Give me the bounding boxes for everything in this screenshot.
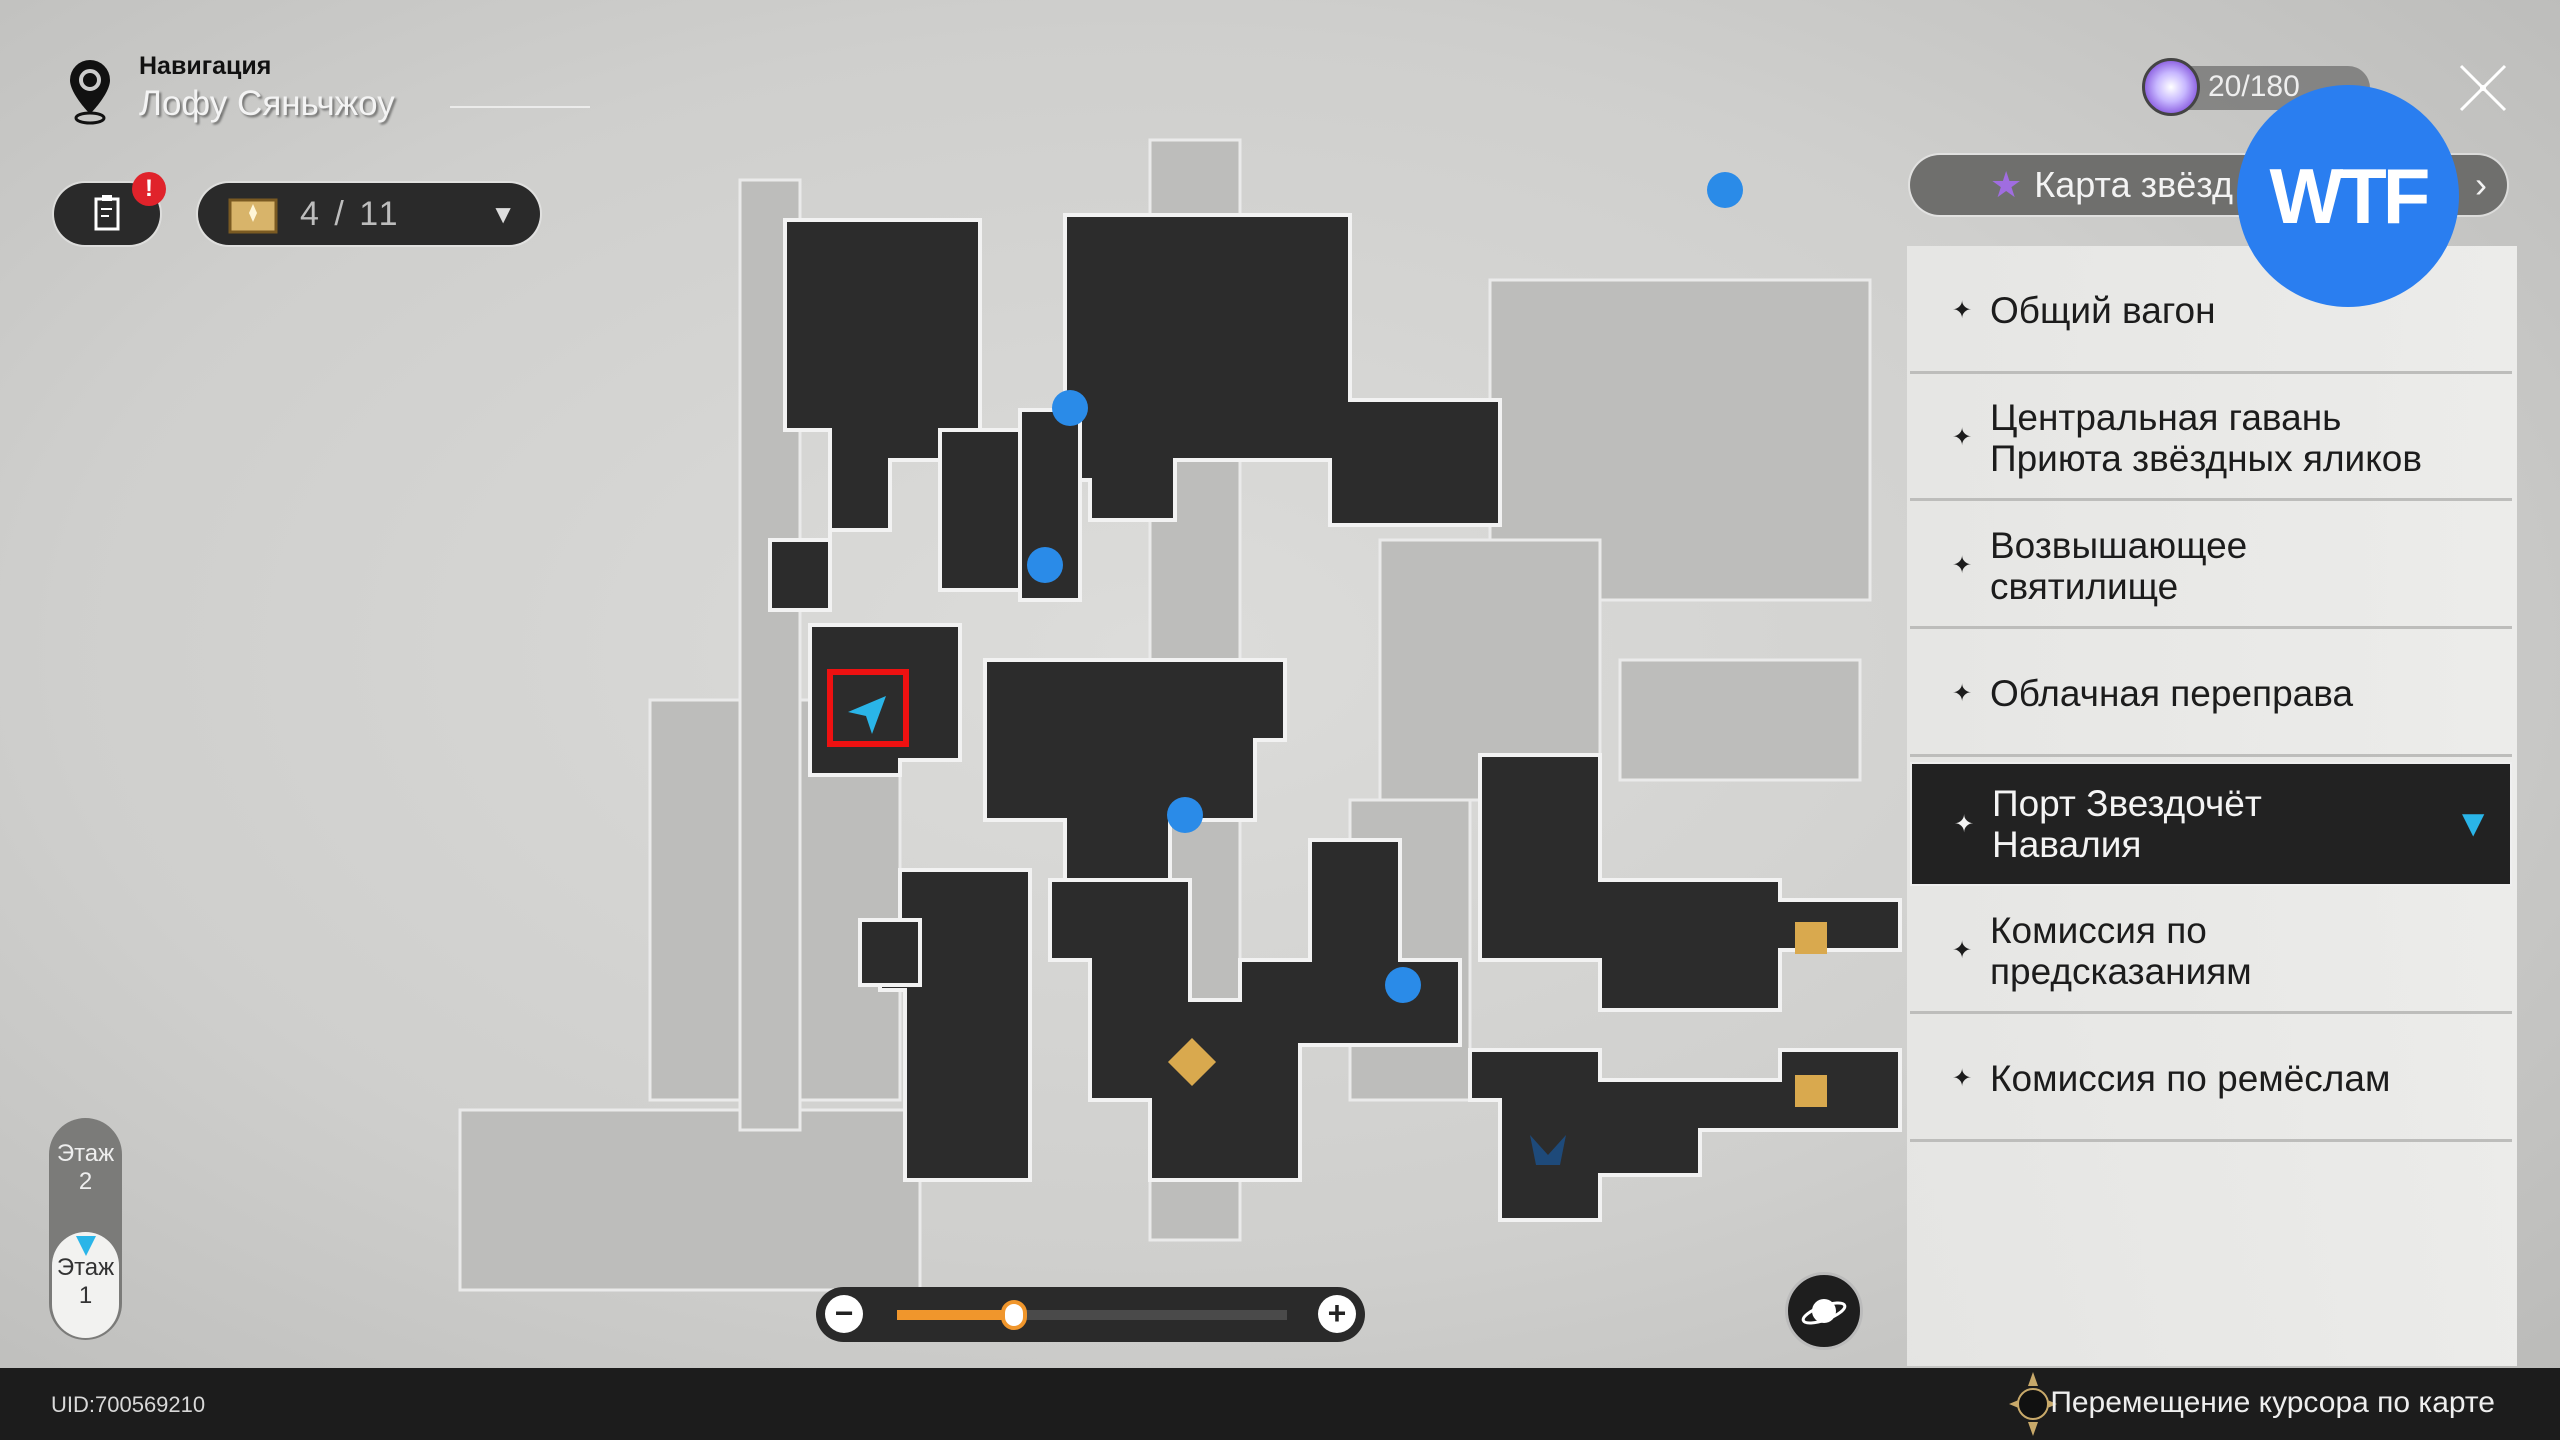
puzzle-icon <box>1795 922 1827 954</box>
location-name: Лофу Сяньчжоу <box>139 84 395 123</box>
navigation-pin-icon <box>70 60 110 125</box>
area-item[interactable]: ✦ Комиссия по предсказаниям <box>1910 890 2512 1014</box>
floor-number: 1 <box>78 1282 93 1309</box>
area-label: Комиссия по ремёслам <box>1990 1058 2391 1099</box>
space-anchor-icon <box>1707 172 1743 208</box>
chest-count: 4 / 11 <box>300 194 401 233</box>
uid-label: UID:700569210 <box>51 1392 206 1417</box>
joystick-icon <box>2009 1372 2057 1436</box>
zoom-slider-thumb[interactable] <box>1001 1300 1027 1330</box>
area-label: Порт Звездочёт Навалия <box>1992 783 2262 865</box>
treasure-chest-dropdown[interactable]: 4 / 11 ▼ <box>198 183 540 245</box>
planet-icon <box>1801 1299 1847 1325</box>
diamond-icon: ✦ <box>1952 1065 1973 1092</box>
space-anchor-icon <box>1167 797 1203 833</box>
diamond-icon: ✦ <box>1952 297 1973 324</box>
alert-badge: ! <box>132 172 166 206</box>
floor-label: Этаж <box>56 1254 115 1281</box>
area-item[interactable]: ✦ Облачная переправа <box>1910 633 2512 757</box>
zoom-slider-track[interactable] <box>897 1310 1287 1320</box>
area-item[interactable]: ✦ Общий вагон <box>1910 250 2512 374</box>
planet-button[interactable] <box>1785 1272 1863 1350</box>
wtf-overlay-badge: WTF <box>2237 85 2459 307</box>
area-item-selected[interactable]: ✦ Порт Звездочёт Навалия ▼ <box>1910 762 2512 886</box>
trailblaze-power-icon <box>2142 58 2200 116</box>
area-label: Центральная гавань Приюта звёздных ялико… <box>1990 396 2423 479</box>
diamond-icon: ✦ <box>1952 937 1973 964</box>
player-location-highlight <box>827 669 909 747</box>
zoom-in-button[interactable]: + <box>1318 1295 1356 1333</box>
chevron-right-icon: › <box>2475 164 2487 205</box>
area-label: Общий вагон <box>1990 290 2216 331</box>
floor-number: 2 <box>78 1168 93 1195</box>
dropdown-arrow-icon: ▼ <box>490 198 516 229</box>
diamond-icon: ✦ <box>1954 810 1975 838</box>
zoom-out-button[interactable]: − <box>825 1295 863 1333</box>
diamond-icon: ✦ <box>1952 424 1973 451</box>
area-label: Возвышающее святилище <box>1990 524 2248 607</box>
map-markers <box>1027 172 1743 1003</box>
player-arrow-icon <box>848 696 886 734</box>
star-map-label: Карта звёзд <box>2034 164 2233 205</box>
diamond-icon: ✦ <box>1952 552 1973 579</box>
footer-bar <box>0 1368 2560 1440</box>
control-hint: Перемещение курсора по карте <box>2050 1386 2495 1419</box>
stamina-count: 20/180 <box>2208 70 2300 103</box>
close-icon[interactable] <box>2455 60 2511 116</box>
area-label: Облачная переправа <box>1990 673 2354 714</box>
star-icon: ★ <box>1990 164 2023 205</box>
space-anchor-icon <box>1027 547 1063 583</box>
area-label: Комиссия по предсказаниям <box>1990 909 2252 992</box>
divider <box>450 106 590 108</box>
zoom-slider-fill <box>897 1310 1014 1320</box>
puzzle-icon <box>1795 1075 1827 1107</box>
area-item[interactable]: ✦ Комиссия по ремёслам <box>1910 1018 2512 1142</box>
boss-icon <box>1530 1135 1566 1165</box>
area-item[interactable]: ✦ Центральная гавань Приюта звёздных ялик… <box>1910 377 2512 501</box>
space-anchor-icon <box>1385 967 1421 1003</box>
teleport-icon <box>1052 390 1088 426</box>
chest-icon <box>228 198 278 234</box>
current-location-icon: ▼ <box>2454 802 2492 845</box>
clipboard-icon <box>94 195 120 231</box>
floor-label: Этаж <box>56 1140 115 1167</box>
diamond-icon: ✦ <box>1952 680 1973 707</box>
current-floor-icon <box>76 1236 96 1256</box>
navigation-label: Навигация <box>139 52 272 80</box>
area-item[interactable]: ✦ Возвышающее святилище <box>1910 505 2512 629</box>
